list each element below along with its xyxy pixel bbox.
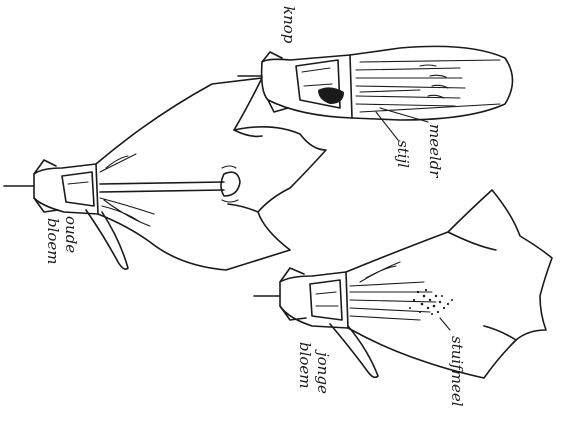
label-pollen: stuifmeel	[448, 336, 466, 407]
label-old-flower-line1: oude	[62, 216, 80, 253]
label-old-flower-line2: bloem	[44, 218, 62, 265]
label-young-flower-line2: bloem	[296, 342, 314, 389]
label-young-flower-line1: jonge	[314, 349, 332, 394]
label-bud: knop	[280, 6, 298, 44]
bud-drawing	[238, 46, 513, 140]
label-anthers: meeldr	[426, 124, 444, 178]
label-style: stijl	[394, 140, 412, 168]
